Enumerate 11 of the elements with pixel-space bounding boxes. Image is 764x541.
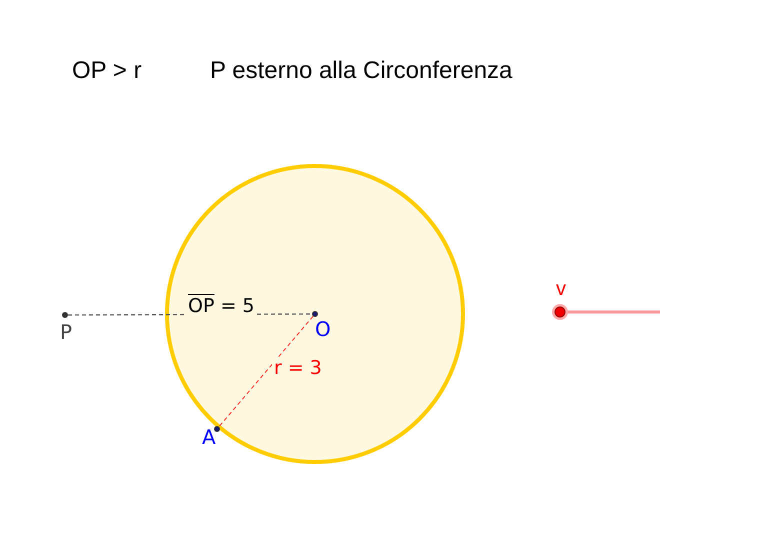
- edge-label: OP = 5: [186, 296, 257, 317]
- point-dot: [62, 312, 68, 318]
- heading-text: P esterno alla Circonferenza: [210, 57, 512, 85]
- heading-text: OP > r: [72, 57, 142, 85]
- point-label: P: [60, 322, 72, 342]
- point-label: A: [202, 427, 216, 447]
- dashed-segment: [218, 316, 314, 428]
- point-label: O: [315, 319, 331, 339]
- slider-label: v: [556, 278, 566, 301]
- point-dot: [312, 311, 318, 317]
- point-dot: [214, 426, 220, 432]
